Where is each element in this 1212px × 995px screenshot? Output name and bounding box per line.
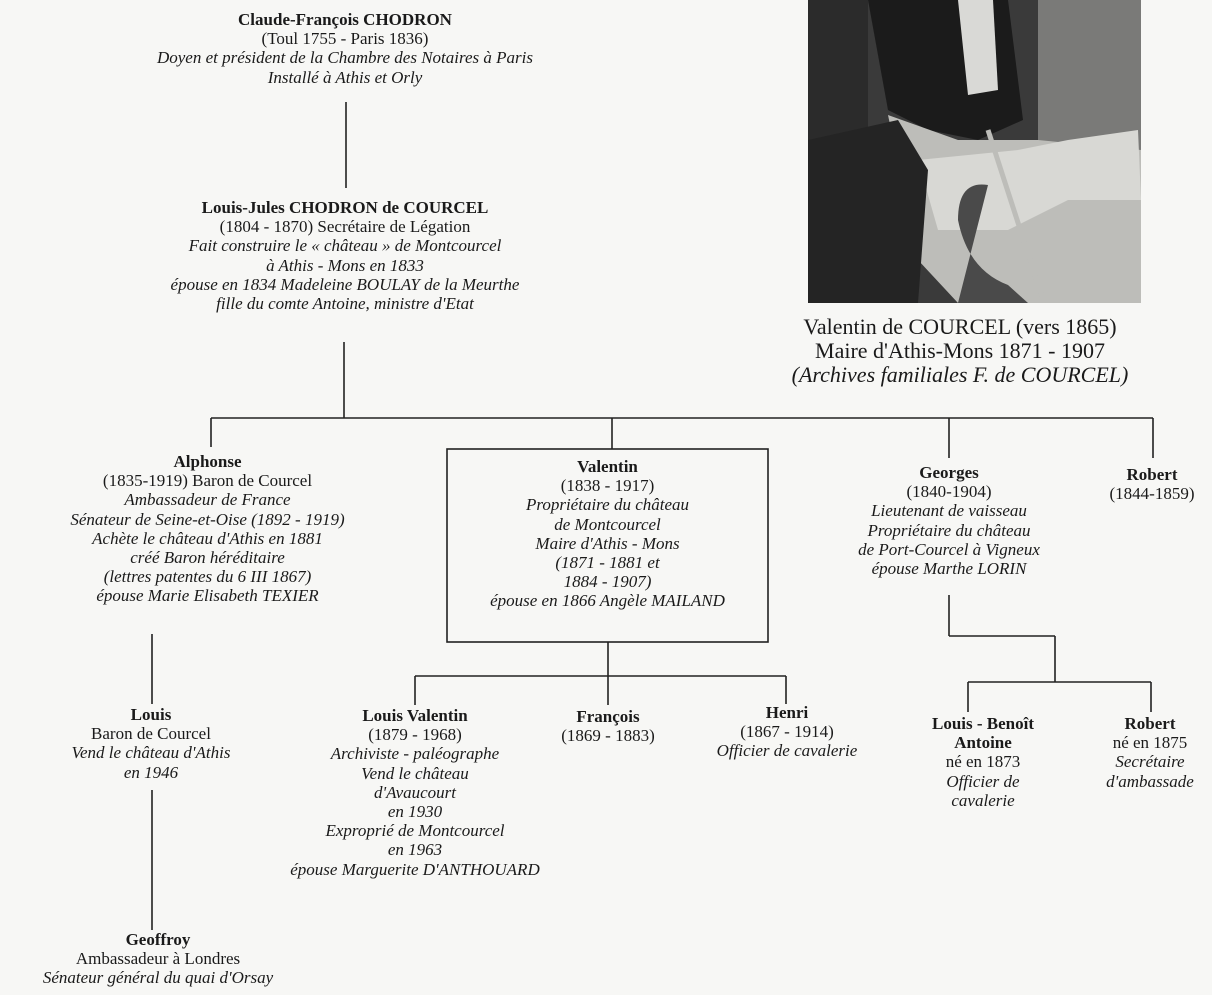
person-detail: fille du comte Antoine, ministre d'Etat bbox=[216, 294, 474, 314]
photo-caption-line3: (Archives familiales F. de COURCEL) bbox=[791, 362, 1129, 388]
person-detail: (lettres patentes du 6 III 1867) bbox=[103, 567, 312, 587]
person-name: Louis-Jules CHODRON de COURCEL bbox=[201, 198, 489, 217]
seated-man-image bbox=[808, 0, 1141, 303]
person-dates: (1838 - 1917) bbox=[560, 476, 655, 496]
person-dates: (1835-1919) Baron de Courcel bbox=[102, 471, 313, 491]
person-detail: Achète le château d'Athis en 1881 bbox=[92, 528, 323, 548]
person-dates: Ambassadeur à Londres bbox=[75, 949, 241, 969]
person-geoffroy: Geoffroy Ambassadeur à Londres Sénateur … bbox=[0, 930, 316, 988]
person-name: Robert bbox=[1124, 714, 1176, 733]
person-dates: (Toul 1755 - Paris 1836) bbox=[261, 29, 429, 49]
photo-caption: Valentin de COURCEL (vers 1865) Maire d'… bbox=[720, 314, 1200, 388]
person-name: Geoffroy bbox=[125, 930, 191, 949]
person-detail: Vend le château bbox=[361, 763, 469, 783]
person-dates: (1844-1859) bbox=[1109, 484, 1195, 504]
person-name: Louis Valentin bbox=[362, 706, 468, 725]
person-detail: Archiviste - paléographe bbox=[330, 744, 500, 764]
person-louis-valentin: Louis Valentin (1879 - 1968) Archiviste … bbox=[240, 706, 590, 879]
person-detail: Lieutenant de vaisseau bbox=[871, 501, 1027, 521]
person-detail: épouse Marguerite D'ANTHOUARD bbox=[290, 859, 540, 879]
person-detail: Vend le château d'Athis bbox=[71, 743, 231, 763]
person-detail: Officier de bbox=[946, 771, 1020, 791]
person-detail: Propriétaire du château bbox=[525, 495, 690, 515]
person-name: Valentin bbox=[577, 457, 638, 476]
person-detail: en 1963 bbox=[387, 840, 443, 860]
person-detail: Secrétaire bbox=[1115, 752, 1185, 772]
person-detail: Fait construire le « château » de Montco… bbox=[188, 236, 502, 256]
person-detail: à Athis - Mons en 1833 bbox=[266, 255, 424, 275]
photo-caption-line2: Maire d'Athis-Mons 1871 - 1907 bbox=[815, 338, 1105, 364]
person-detail: Exproprié de Montcourcel bbox=[325, 821, 505, 841]
person-name: Henri bbox=[765, 703, 809, 722]
person-detail: cavalerie bbox=[951, 790, 1015, 810]
portrait-photo bbox=[808, 0, 1141, 303]
person-dates: (1840-1904) bbox=[906, 482, 992, 502]
person-detail: (1871 - 1881 et bbox=[555, 553, 660, 573]
person-detail: Sénateur général du quai d'Orsay bbox=[42, 968, 274, 988]
person-detail: de Montcourcel bbox=[554, 514, 661, 534]
person-dates: né en 1875 bbox=[1112, 733, 1188, 753]
person-detail: en 1946 bbox=[123, 762, 179, 782]
person-louis-jules: Louis-Jules CHODRON de COURCEL (1804 - 1… bbox=[100, 198, 590, 313]
person-louis: Louis Baron de Courcel Vend le château d… bbox=[20, 705, 282, 782]
person-henri: Henri (1867 - 1914) Officier de cavaleri… bbox=[690, 703, 884, 761]
person-detail: épouse Marie Elisabeth TEXIER bbox=[96, 586, 319, 606]
person-francois: François (1869 - 1883) bbox=[548, 707, 668, 745]
person-valentin: Valentin (1838 - 1917) Propriétaire du c… bbox=[447, 457, 768, 611]
person-dates: Baron de Courcel bbox=[91, 724, 211, 744]
person-name: François bbox=[576, 707, 640, 726]
person-detail: d'Avaucourt bbox=[373, 782, 456, 802]
person-detail: d'ambassade bbox=[1106, 771, 1194, 791]
person-detail: créé Baron héréditaire bbox=[130, 548, 285, 568]
person-detail: Installé à Athis et Orly bbox=[267, 67, 423, 87]
person-name: Louis bbox=[130, 705, 172, 724]
person-detail: de Port-Courcel à Vigneux bbox=[858, 539, 1040, 559]
person-robert-1844: Robert (1844-1859) bbox=[1092, 465, 1212, 503]
person-detail: épouse en 1834 Madeleine BOULAY de la Me… bbox=[170, 274, 520, 294]
person-detail: Doyen et président de la Chambre des Not… bbox=[156, 48, 533, 68]
person-dates: (1804 - 1870) Secrétaire de Légation bbox=[219, 217, 471, 237]
person-detail: en 1930 bbox=[387, 802, 443, 822]
person-dates: (1879 - 1968) bbox=[368, 725, 462, 745]
person-detail: Officier de cavalerie bbox=[716, 741, 858, 761]
person-name: Claude-François CHODRON bbox=[238, 10, 452, 29]
person-robert-1875: Robert né en 1875 Secrétaire d'ambassade bbox=[1088, 714, 1212, 791]
person-name: Antoine bbox=[954, 733, 1012, 753]
person-louis-benoit-antoine: Louis - Benoît Antoine né en 1873 Offici… bbox=[918, 714, 1048, 810]
person-name: Louis - Benoît bbox=[931, 714, 1035, 733]
person-dates: (1867 - 1914) bbox=[740, 722, 834, 742]
person-name: Robert bbox=[1126, 465, 1178, 484]
person-detail: 1884 - 1907) bbox=[563, 572, 652, 592]
person-detail: Maire d'Athis - Mons bbox=[535, 533, 680, 553]
person-claude-francois: Claude-François CHODRON (Toul 1755 - Par… bbox=[110, 10, 580, 87]
person-detail: Sénateur de Seine-et-Oise (1892 - 1919) bbox=[70, 509, 345, 529]
person-detail: épouse en 1866 Angèle MAILAND bbox=[490, 591, 725, 611]
person-name: Alphonse bbox=[173, 452, 242, 471]
person-dates: né en 1873 bbox=[945, 752, 1021, 772]
person-detail: Propriétaire du château bbox=[867, 520, 1031, 540]
person-alphonse: Alphonse (1835-1919) Baron de Courcel Am… bbox=[10, 452, 405, 606]
person-detail: épouse Marthe LORIN bbox=[871, 559, 1027, 579]
person-georges: Georges (1840-1904) Lieutenant de vaisse… bbox=[815, 463, 1083, 578]
person-name: Georges bbox=[919, 463, 979, 482]
person-dates: (1869 - 1883) bbox=[561, 726, 655, 746]
photo-caption-line1: Valentin de COURCEL (vers 1865) bbox=[803, 314, 1117, 339]
person-detail: Ambassadeur de France bbox=[124, 490, 291, 510]
